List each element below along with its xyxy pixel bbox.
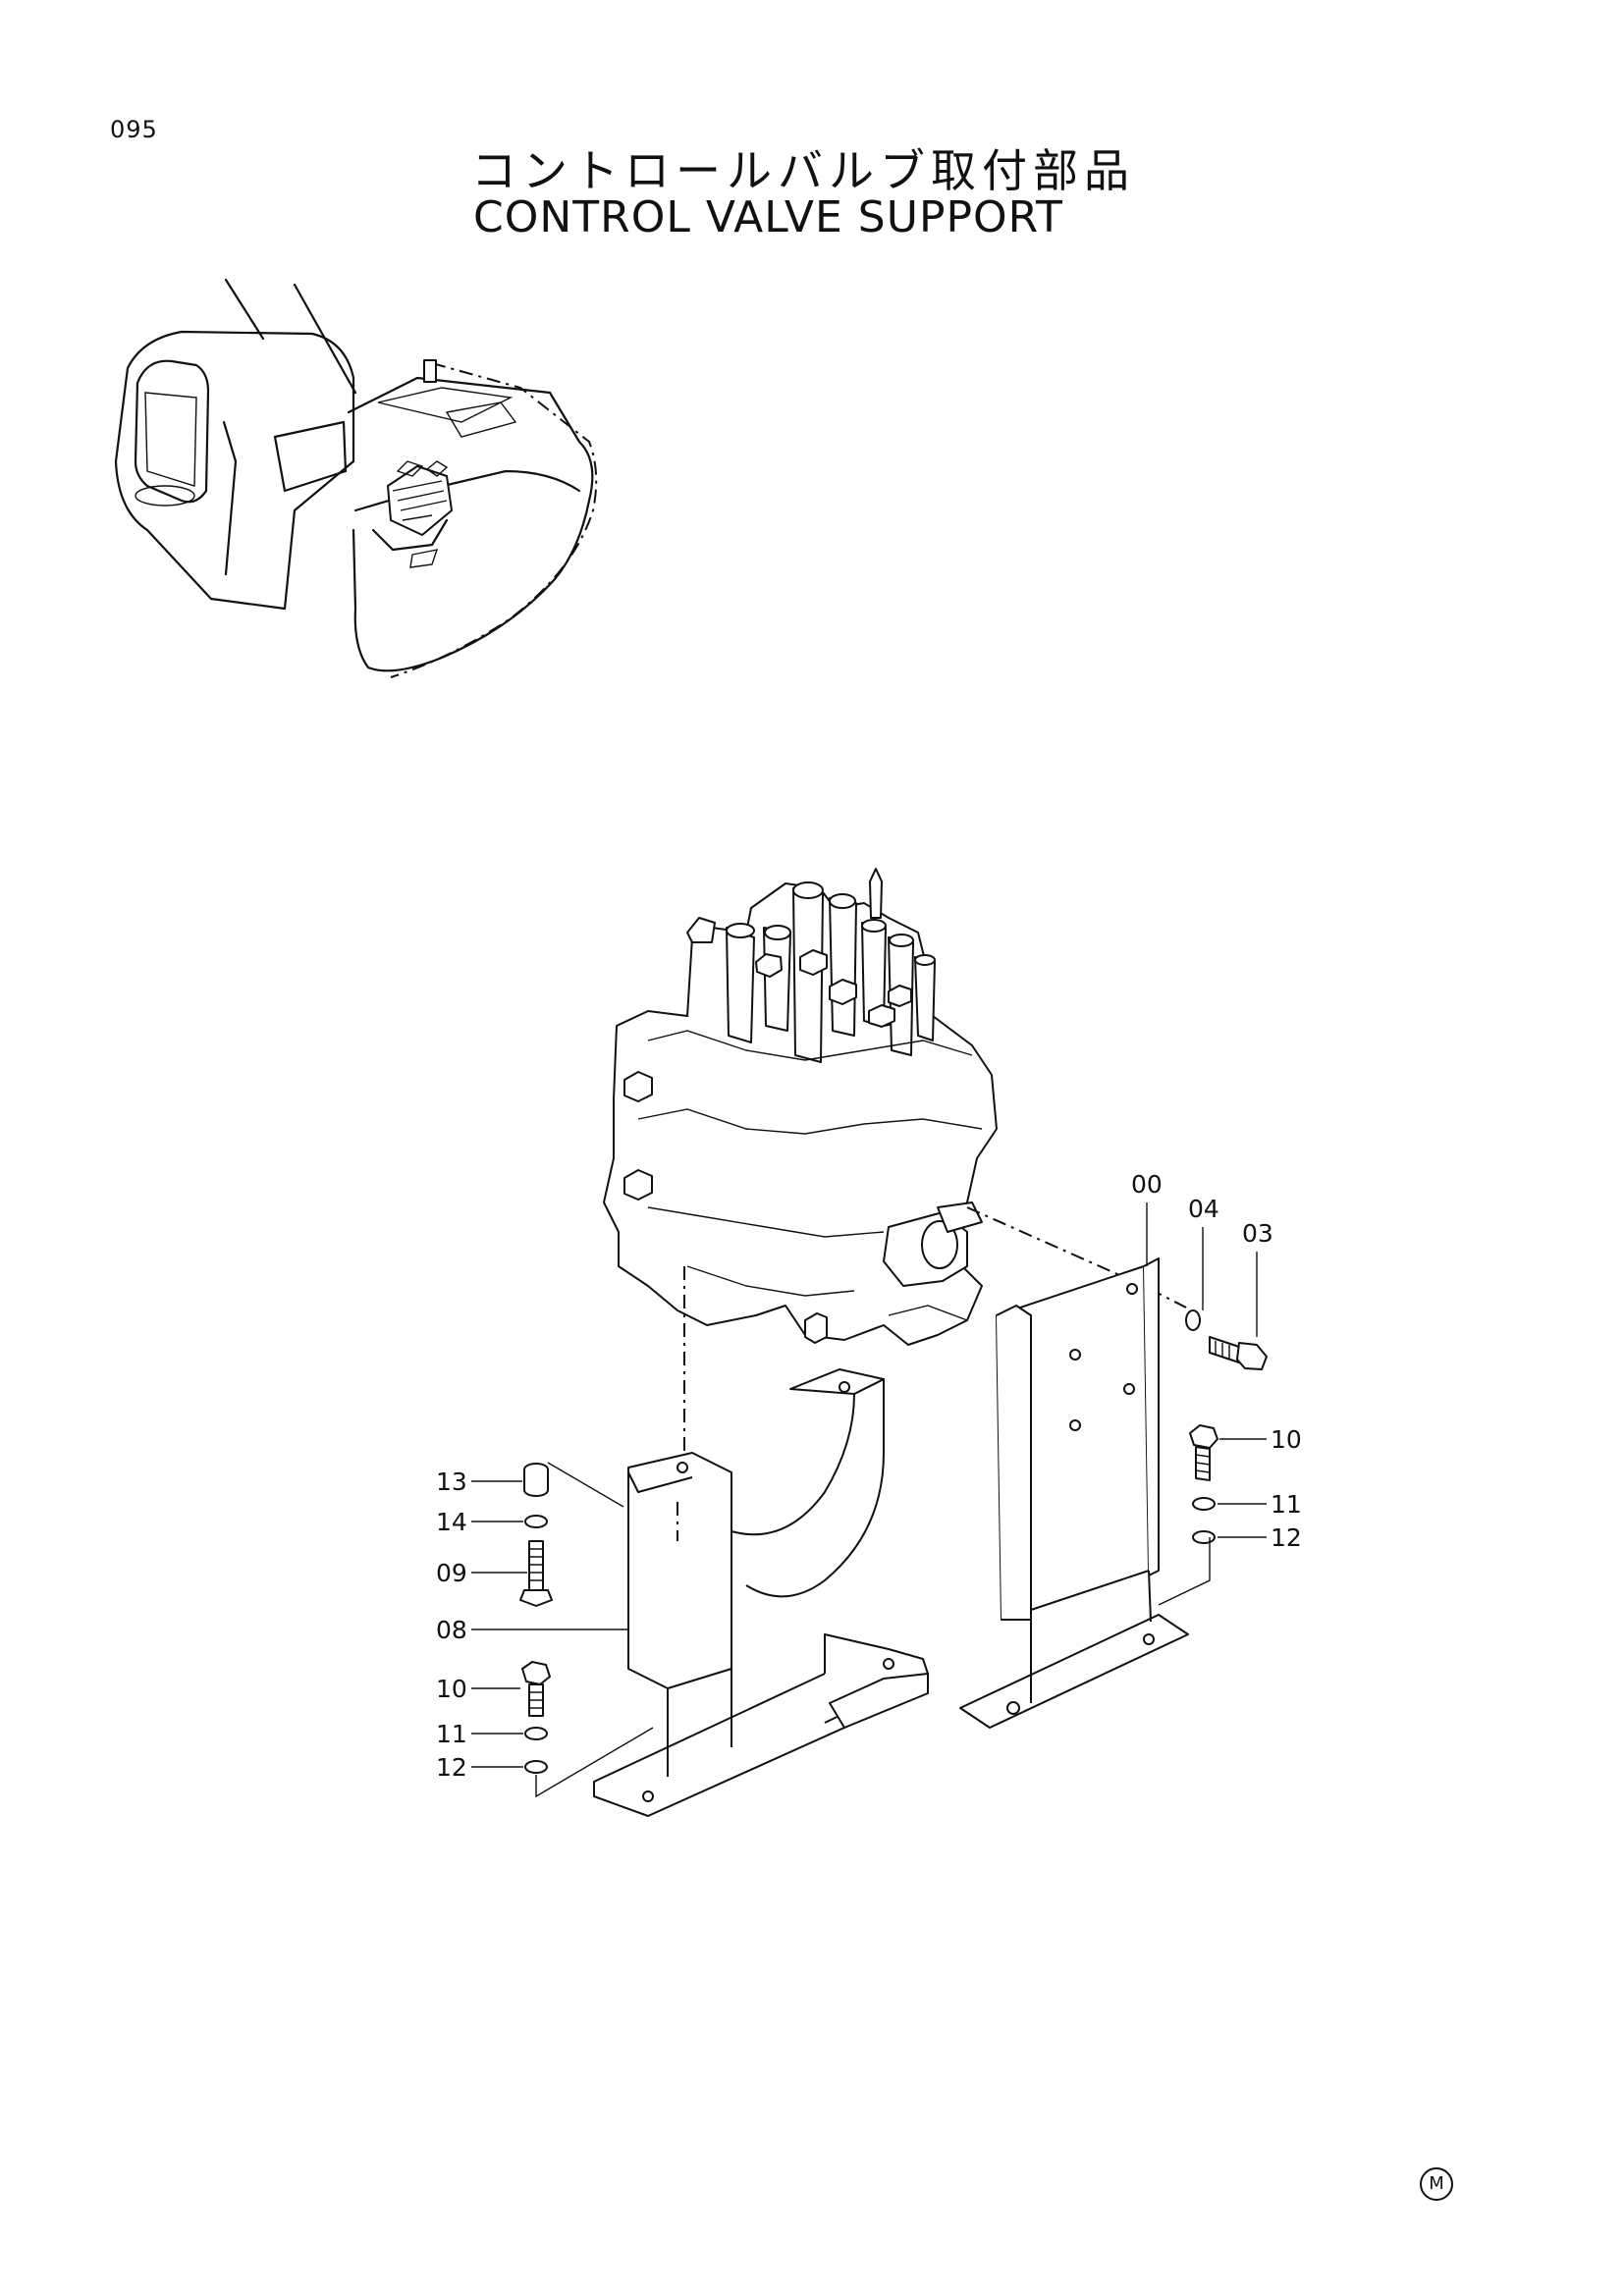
hardware-left (519, 1463, 553, 1774)
page-title-japanese: コントロールバルブ取付部品 (471, 144, 1135, 197)
callout-09: 09 (436, 1559, 467, 1587)
callout-03: 03 (1242, 1219, 1273, 1248)
revision-mark-icon: M (1420, 2167, 1453, 2201)
callout-12-left: 12 (436, 1753, 467, 1782)
excavator-locator-view (114, 278, 598, 678)
callout-10-right: 10 (1271, 1425, 1302, 1454)
callout-13: 13 (436, 1468, 467, 1496)
callout-leaders (471, 1202, 1267, 1798)
callout-08: 08 (436, 1616, 467, 1644)
callout-11-left: 11 (436, 1720, 467, 1748)
bracket-left (593, 1368, 929, 1817)
bracket-right (959, 1257, 1189, 1729)
callout-11-right: 11 (1271, 1490, 1302, 1519)
callout-14: 14 (436, 1508, 467, 1536)
callout-04: 04 (1188, 1195, 1219, 1223)
page-title-english: CONTROL VALVE SUPPORT (473, 192, 1063, 242)
hardware-right (1185, 1309, 1268, 1544)
callout-00: 00 (1131, 1170, 1163, 1199)
control-valve-assembly (603, 868, 998, 1346)
callout-12-right: 12 (1271, 1523, 1302, 1552)
callout-10-left: 10 (436, 1675, 467, 1703)
page-number: 095 (110, 116, 158, 143)
